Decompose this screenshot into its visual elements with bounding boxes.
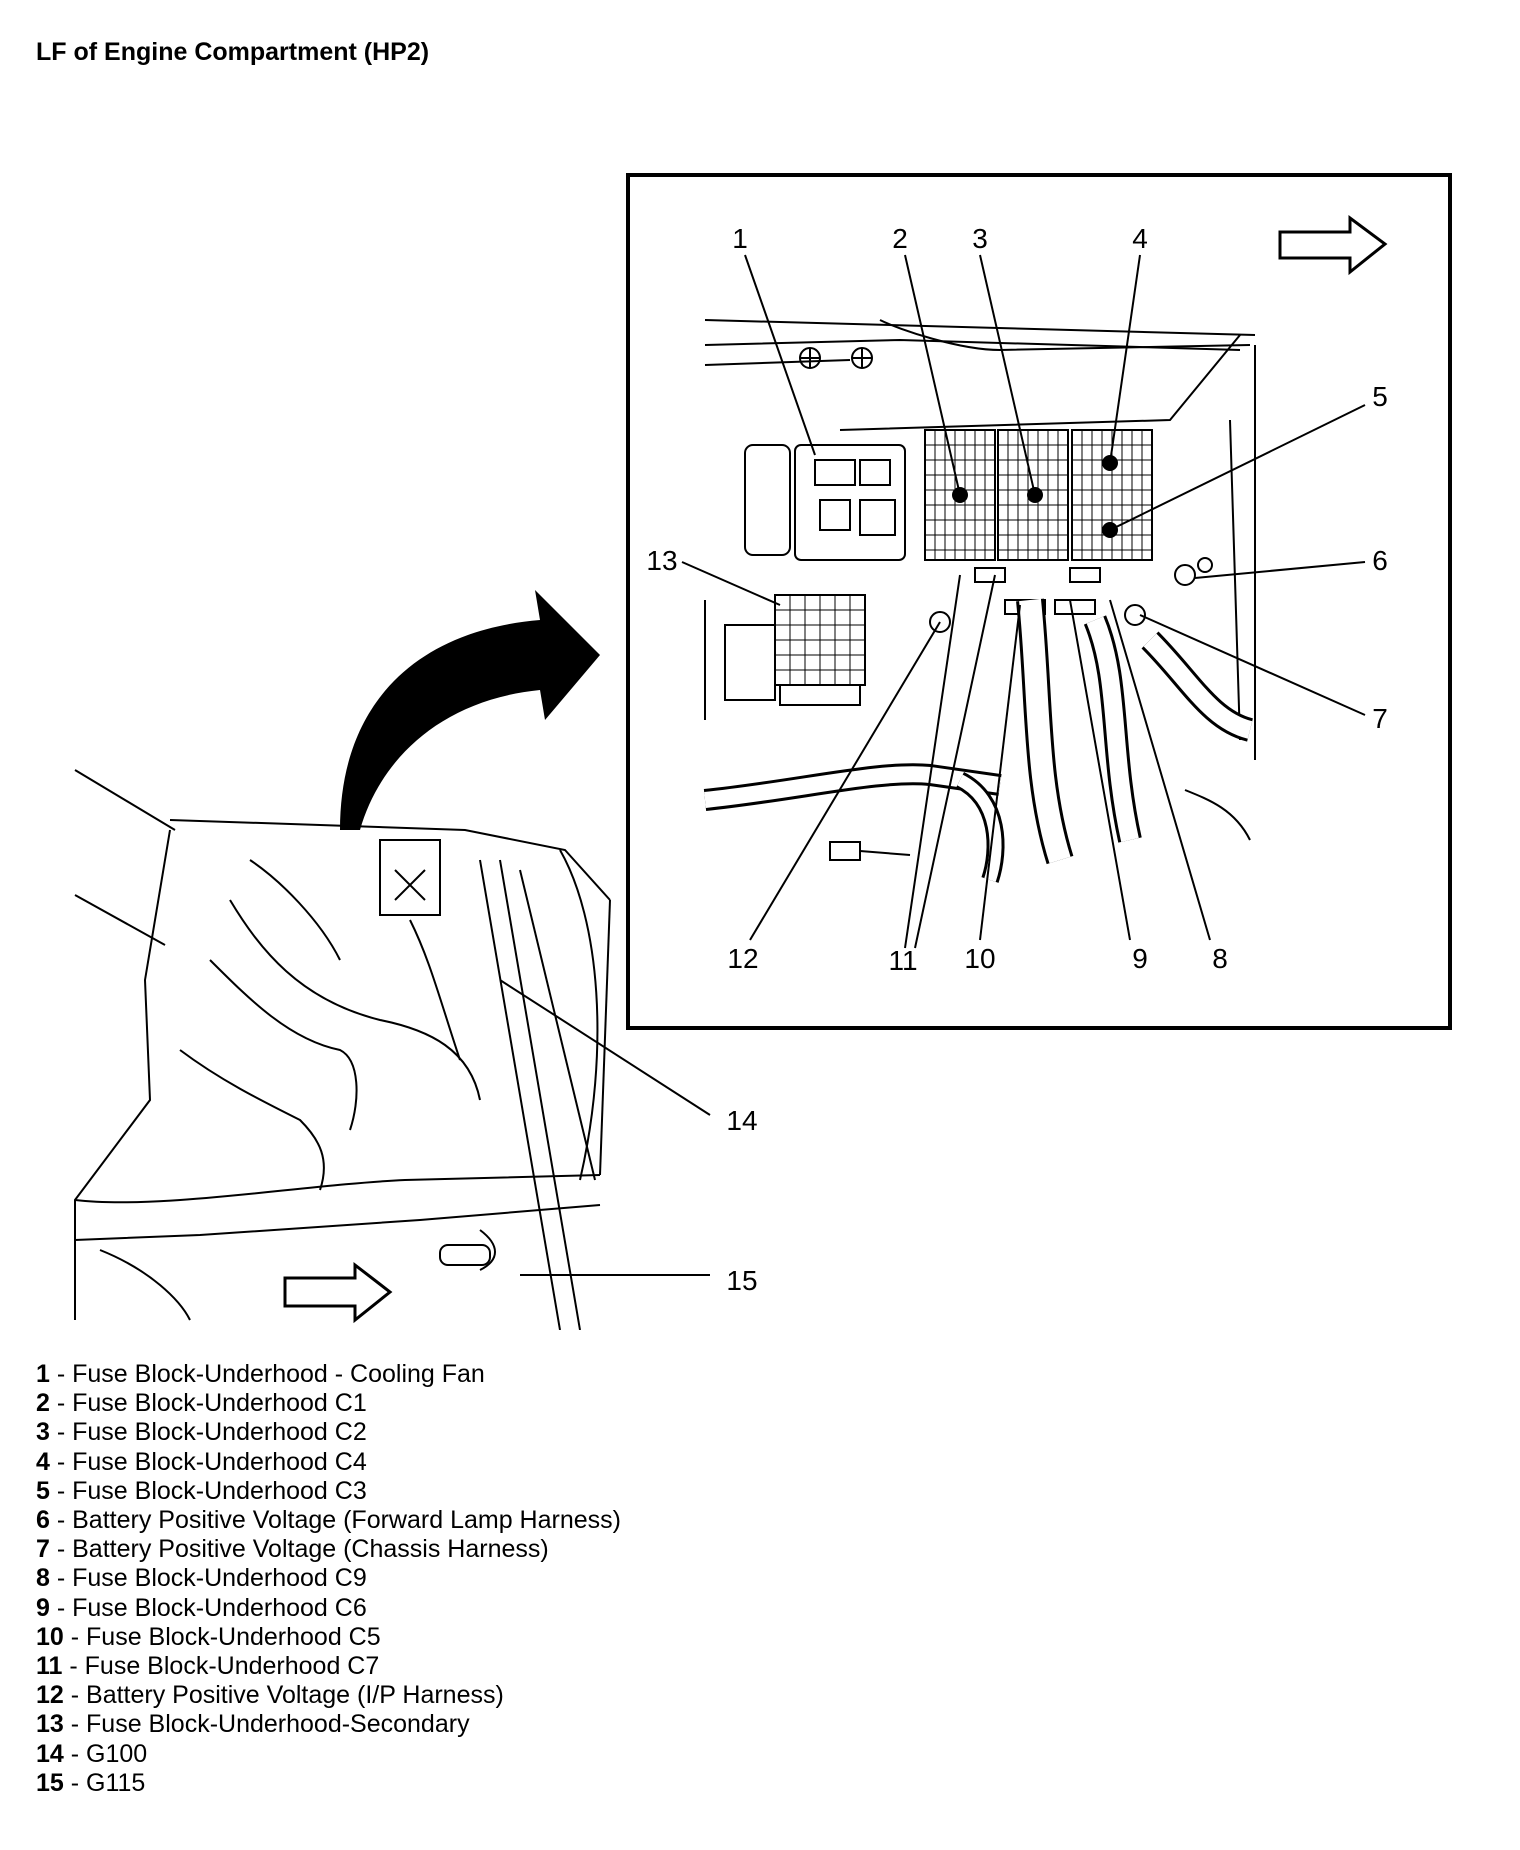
legend-item: 6 - Battery Positive Voltage (Forward La… (36, 1506, 621, 1535)
legend-item: 11 - Fuse Block-Underhood C7 (36, 1652, 380, 1681)
forward-direction-arrow-icon-lower (283, 1261, 393, 1324)
legend-item: 3 - Fuse Block-Underhood C2 (36, 1418, 367, 1447)
callout-12: 12 (727, 943, 758, 974)
legend-item: 7 - Battery Positive Voltage (Chassis Ha… (36, 1535, 549, 1564)
overview-illustration (74, 769, 611, 1330)
legend-item: 4 - Fuse Block-Underhood C4 (36, 1447, 367, 1476)
legend-item: 13 - Fuse Block-Underhood-Secondary (36, 1710, 470, 1739)
legend-item: 5 - Fuse Block-Underhood C3 (36, 1476, 367, 1505)
legend-item: 8 - Fuse Block-Underhood C9 (36, 1564, 367, 1593)
callout-10: 10 (964, 943, 995, 974)
callout-labels: 1 2 3 4 5 6 7 8 9 10 11 12 13 14 15 (646, 223, 1387, 1296)
callout-4: 4 (1132, 223, 1148, 254)
legend-item: 1 - Fuse Block-Underhood - Cooling Fan (36, 1360, 485, 1388)
callout-14: 14 (726, 1105, 757, 1136)
callout-6: 6 (1372, 545, 1388, 576)
callout-7: 7 (1372, 703, 1388, 734)
zoom-arrow-icon (340, 590, 600, 830)
leader-lines (499, 254, 1366, 1276)
engine-compartment-diagram: 1 2 3 4 5 6 7 8 9 10 11 12 13 14 15 (74, 173, 1452, 1330)
callout-8: 8 (1212, 943, 1228, 974)
callout-9: 9 (1132, 943, 1148, 974)
callout-15: 15 (726, 1265, 757, 1296)
callout-5: 5 (1372, 381, 1388, 412)
callout-1: 1 (732, 223, 748, 254)
legend-item: 15 - G115 (36, 1768, 146, 1797)
callout-11: 11 (888, 945, 917, 976)
legend-item: 2 - Fuse Block-Underhood C1 (36, 1389, 367, 1418)
legend-item: 10 - Fuse Block-Underhood C5 (36, 1622, 381, 1651)
callout-2: 2 (892, 223, 908, 254)
legend-item: 9 - Fuse Block-Underhood C6 (36, 1593, 367, 1622)
page-title: LF of Engine Compartment (HP2) (36, 38, 430, 66)
forward-direction-arrow-icon (1278, 215, 1388, 276)
legend-item: 14 - G100 (36, 1739, 148, 1768)
callout-3: 3 (972, 223, 988, 254)
fuse-grid-pattern (775, 430, 1152, 685)
legend-item: 12 - Battery Positive Voltage (I/P Harne… (36, 1681, 504, 1710)
component-legend: 1 - Fuse Block-Underhood - Cooling Fan 2… (36, 1360, 621, 1798)
callout-13: 13 (646, 545, 677, 576)
